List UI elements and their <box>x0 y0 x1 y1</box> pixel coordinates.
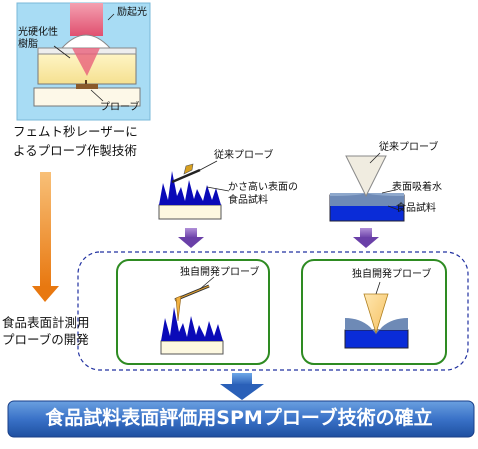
conventional-probe-bulky-sample <box>158 160 230 220</box>
excitation-beam <box>70 3 103 36</box>
femto-caption-1: フェムト秒レーザーに <box>13 124 138 139</box>
femto-laser-panel <box>16 2 151 121</box>
fabricated-probe <box>76 84 98 89</box>
right-developed-probe-label: 独自開発プローブ <box>352 269 432 280</box>
conventional-tip <box>345 155 387 198</box>
femto-caption-2: よるプローブ作製技術 <box>13 143 137 158</box>
adsorbed-water-label: 表面吸着水 <box>392 182 442 193</box>
bulky-sample-label-1: かさ高い表面の <box>228 182 298 193</box>
conventional-probe-adsorbed-water <box>329 152 405 222</box>
laser-label: 励起光 <box>117 7 147 18</box>
development-arrow <box>32 172 59 302</box>
bulky-surface <box>159 171 221 205</box>
developed-probes-container <box>77 251 469 371</box>
side-label-1: 食品表面計測用 <box>2 315 90 330</box>
femto-probe-label: プローブ <box>100 102 140 113</box>
developed-probe-water-panel <box>301 259 447 365</box>
left-developed-probe-label: 独自開発プローブ <box>180 267 260 278</box>
sample-base <box>158 204 222 220</box>
food-sample-label: 食品試料 <box>396 203 436 214</box>
result-arrow <box>220 373 264 400</box>
right-conventional-probe-label: 従来プローブ <box>379 142 439 153</box>
developed-probe-bulky-panel <box>116 259 270 365</box>
purple-arrow-left <box>178 228 204 248</box>
resin-label-2: 樹脂 <box>18 39 38 50</box>
focused-beam <box>72 48 100 76</box>
side-label-2: プローブの開発 <box>2 332 89 347</box>
conclusion-banner-text: 食品試料表面評価用SPMプローブ技術の確立 <box>45 407 433 429</box>
adsorbed-water <box>330 193 404 206</box>
purple-arrow-right <box>353 228 379 248</box>
conclusion-banner <box>7 400 475 438</box>
resin-label-1: 光硬化性 <box>18 27 58 38</box>
conventional-cantilever <box>171 168 201 184</box>
bulky-sample-label-2: 食品試料 <box>228 195 268 206</box>
left-conventional-probe-label: 従来プローブ <box>214 150 274 161</box>
